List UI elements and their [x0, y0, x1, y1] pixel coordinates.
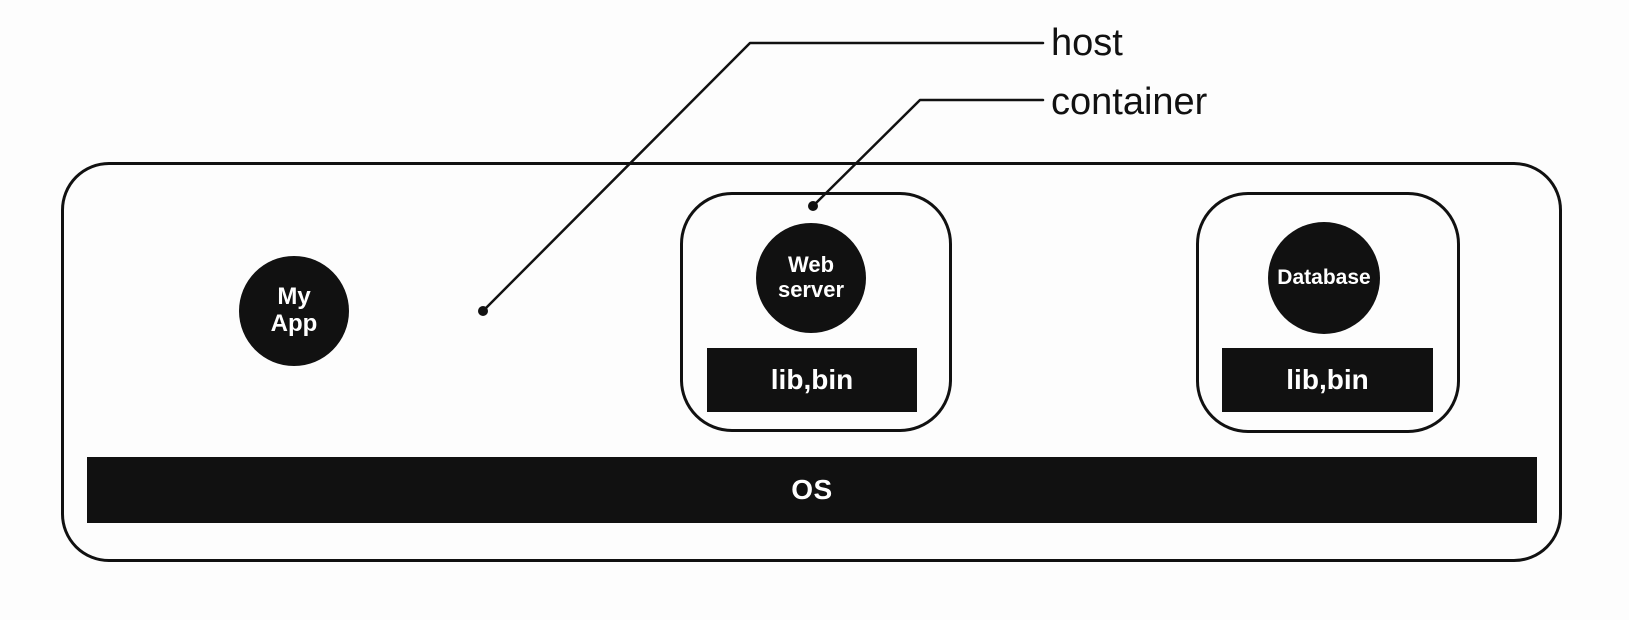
my-app-label-line1: My	[277, 283, 311, 311]
os-bar: OS	[87, 457, 1537, 523]
container-label: container	[1051, 81, 1208, 123]
container-box-web-server: Web server lib,bin	[680, 192, 952, 432]
web-server-libbin-bar: lib,bin	[707, 348, 917, 412]
web-server-label-line1: Web	[787, 252, 835, 278]
host-label: host	[1051, 22, 1123, 64]
database-label: Database	[1277, 266, 1371, 290]
database-libbin-bar: lib,bin	[1222, 348, 1433, 412]
web-server-circle: Web server	[756, 223, 866, 333]
host-box: My App Web server lib,bin Database lib,b…	[61, 162, 1562, 562]
web-server-label-line2: server	[777, 277, 845, 302]
my-app-circle: My App	[239, 256, 349, 366]
my-app-label-line2: App	[270, 310, 318, 337]
database-circle: Database	[1268, 222, 1380, 334]
container-box-database: Database lib,bin	[1196, 192, 1460, 433]
